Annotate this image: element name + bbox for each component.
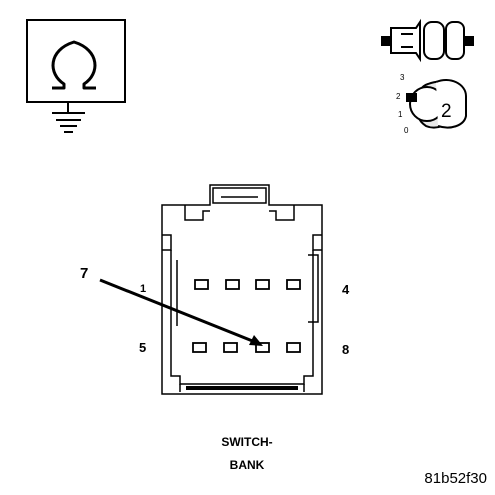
pin-number-5: 5 bbox=[139, 340, 146, 355]
connector-name-line1: SWITCH- bbox=[221, 435, 272, 449]
connector-bottom-strip bbox=[186, 386, 298, 390]
pin-cavity-8 bbox=[286, 342, 301, 353]
connector-name-line2: BANK bbox=[230, 458, 265, 472]
pin-7-callout-label: 7 bbox=[80, 265, 88, 282]
pin-cavity-1 bbox=[194, 279, 209, 290]
key-position-3: 3 bbox=[400, 73, 405, 82]
connector-housing bbox=[161, 184, 323, 395]
pin-cavity-6 bbox=[223, 342, 238, 353]
key-position-2: 2 bbox=[396, 92, 401, 101]
pin-cavity-5 bbox=[192, 342, 207, 353]
pin-cavity-7 bbox=[255, 342, 270, 353]
pin-number-4: 4 bbox=[342, 282, 350, 297]
pin-cavity-3 bbox=[255, 279, 270, 290]
pin-number-8: 8 bbox=[342, 342, 349, 357]
pin-row-bottom bbox=[192, 342, 301, 353]
connector-face bbox=[161, 184, 323, 395]
connector-latch bbox=[212, 187, 267, 204]
ohm-meter-ground-icon bbox=[26, 19, 126, 133]
pin-7-callout-arrow bbox=[99, 278, 263, 346]
pin-cavity-2 bbox=[225, 279, 240, 290]
connector-plug-icon bbox=[381, 18, 474, 63]
figure-id: 81b52f30 bbox=[424, 470, 487, 487]
key-position-0: 0 bbox=[404, 126, 409, 135]
pin-number-1: 1 bbox=[140, 283, 146, 295]
ignition-key-icon bbox=[406, 78, 467, 129]
pin-cavity-4 bbox=[286, 279, 301, 290]
pin-row-top bbox=[194, 279, 301, 290]
key-badge-number: 2 bbox=[441, 101, 452, 122]
key-position-1: 1 bbox=[398, 110, 403, 119]
